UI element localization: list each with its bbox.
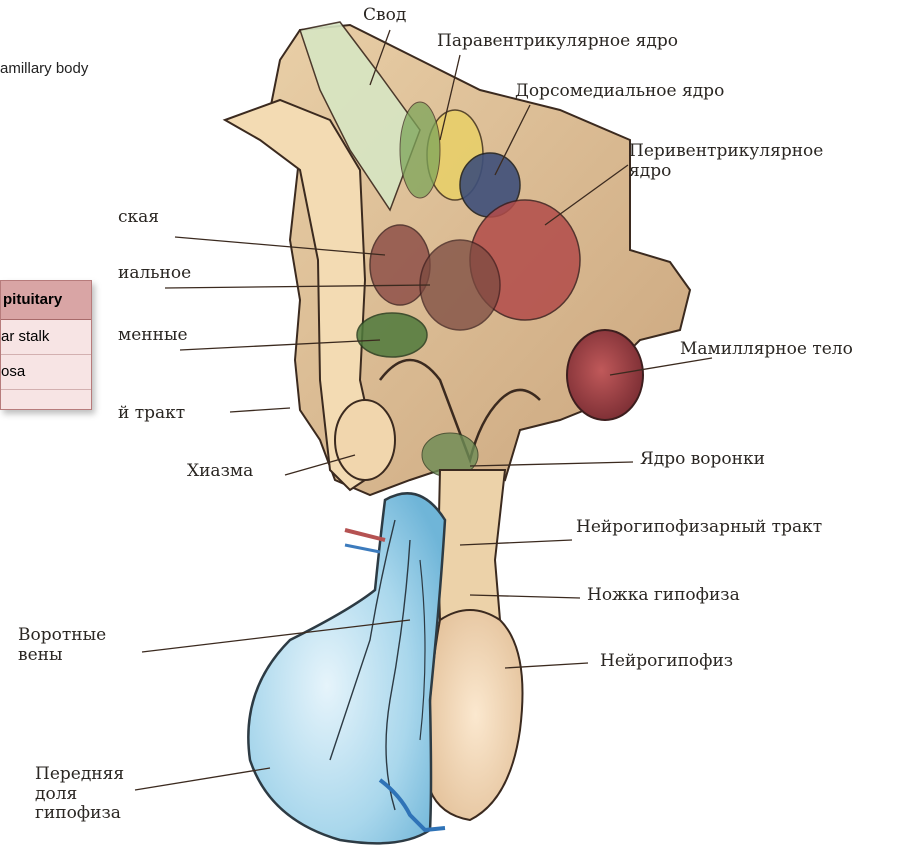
- label-pituitary-stalk: Ножка гипофиза: [587, 586, 740, 606]
- label-partial-2: иальное: [118, 264, 191, 284]
- label-neurohypophysis: Нейрогипофиз: [600, 652, 733, 672]
- label-mamillary-body: Мамиллярное тело: [680, 340, 853, 360]
- label-line: Передняя: [35, 765, 124, 785]
- artery: [345, 545, 380, 552]
- neurohypophysis-shape: [429, 610, 523, 820]
- label-neurohypophyseal-tract: Нейрогипофизарный тракт: [576, 518, 822, 538]
- label-partial-3: менные: [118, 326, 188, 346]
- label-paraventricular-nucleus: Паравентрикулярное ядро: [437, 32, 678, 52]
- optic-chiasm: [335, 400, 395, 480]
- mamillary-body-shape: [567, 330, 643, 420]
- label-chiasm: Хиазма: [187, 462, 253, 482]
- label-infundibular-nucleus: Ядро воронки: [640, 450, 765, 470]
- label-periventricular-nucleus: Перивентрикулярное ядро: [629, 142, 823, 181]
- label-line: гипофиза: [35, 804, 124, 824]
- supraoptic-nucleus: [357, 313, 427, 357]
- label-partial-1: ская: [118, 208, 159, 228]
- label-portal-veins: Воротные вены: [18, 626, 106, 665]
- label-anterior-lobe: Передняя доля гипофиза: [35, 765, 124, 824]
- label-fornix: Свод: [363, 6, 406, 26]
- label-dorsomedial-nucleus: Дорсомедиальное ядро: [515, 82, 724, 102]
- label-line: Перивентрикулярное: [629, 142, 823, 162]
- label-line: доля: [35, 785, 124, 805]
- label-partial-4: й тракт: [118, 404, 185, 424]
- artery: [345, 530, 385, 540]
- label-line: Воротные: [18, 626, 106, 646]
- label-line: ядро: [629, 162, 823, 182]
- ventromedial-nucleus: [420, 240, 500, 330]
- fornix-green-nucleus: [400, 102, 440, 198]
- label-line: вены: [18, 646, 106, 666]
